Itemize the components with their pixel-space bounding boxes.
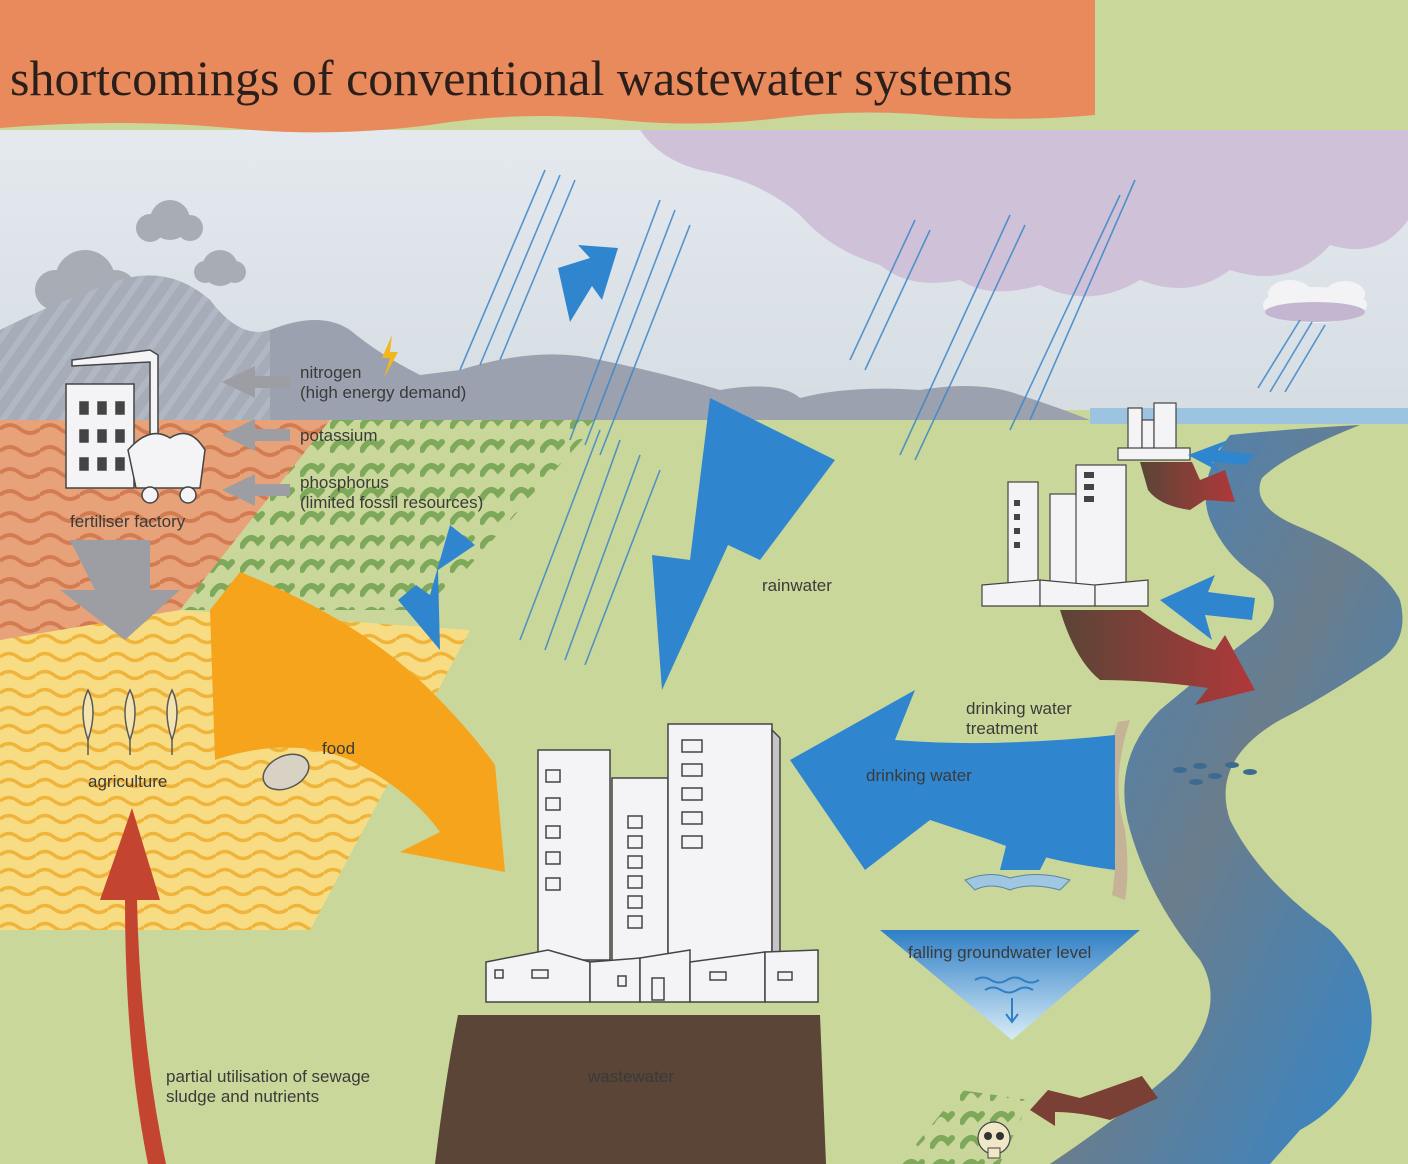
label-nitrogen-note: (high energy demand) (300, 383, 466, 402)
cloud-icon (1263, 280, 1367, 323)
label-food: food (322, 739, 355, 758)
bread-icon (262, 753, 310, 791)
label-agriculture: agriculture (88, 772, 167, 791)
rainwater-arrows (398, 245, 835, 690)
rain-lines (459, 169, 1326, 666)
sludge-arrow (100, 808, 166, 1164)
field-green (180, 420, 600, 610)
water-wave-icon (974, 976, 1040, 1024)
label-drinking-water: drinking water (866, 766, 972, 785)
label-falling-groundwater: falling groundwater level (908, 943, 1091, 962)
label-phosphorus-note: (limited fossil resources) (300, 493, 483, 512)
label-nitrogen: nitrogen (300, 363, 361, 382)
label-potassium: potassium (300, 426, 377, 445)
windows (494, 739, 793, 1001)
label-sludge-nutrients: sludge and nutrients (166, 1087, 319, 1106)
rain-cloud-icon (640, 130, 1408, 297)
city-buildings (485, 723, 819, 1003)
groundwater (880, 930, 1140, 1040)
label-sludge: partial utilisation of sewage (166, 1067, 370, 1086)
wastewater-block (435, 1015, 826, 1164)
river-pollution-arrow (1030, 1076, 1158, 1126)
label-wastewater: wastewater (587, 1067, 674, 1086)
skull-icon (977, 1121, 1011, 1159)
fertiliser-arrow (60, 540, 180, 640)
wastewater-river-arrow (1060, 610, 1255, 705)
factory-icon (65, 349, 206, 504)
river (1050, 425, 1403, 1164)
label-rainwater: rainwater (762, 576, 832, 595)
label-fertiliser-factory: fertiliser factory (70, 512, 186, 531)
label-drinking-water-treatment: drinking water (966, 699, 1072, 718)
wheat-icon (82, 688, 178, 755)
label-phosphorus: phosphorus (300, 473, 389, 492)
title-band (0, 0, 1095, 133)
lightning-icon (382, 335, 398, 378)
food-arrow (210, 572, 505, 872)
wastewater-river-arrow (1140, 462, 1235, 510)
drinking-water-arrow (790, 690, 1115, 870)
building-icon (1117, 402, 1191, 461)
label-treatment: treatment (966, 719, 1038, 738)
diagram-title: shortcomings of conventional wastewater … (10, 50, 1013, 106)
fish-icon (1173, 762, 1257, 785)
nutrient-arrows (222, 366, 290, 506)
